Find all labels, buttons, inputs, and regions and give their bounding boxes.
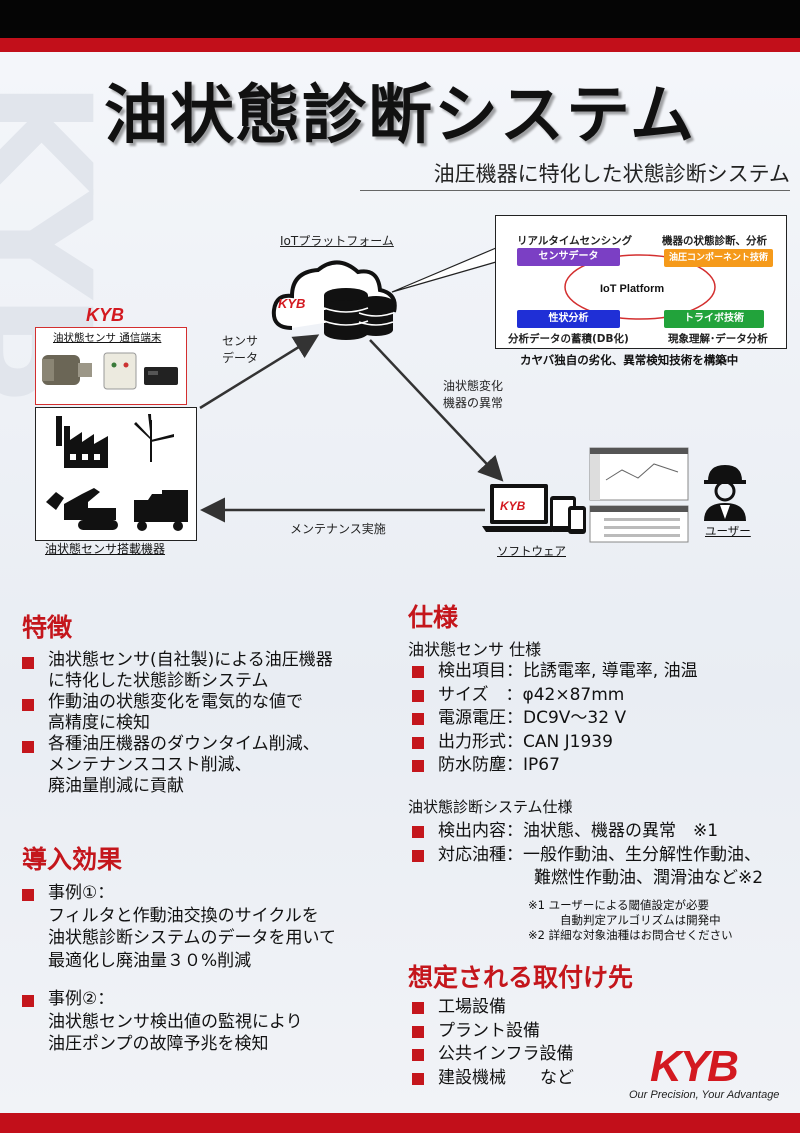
arrow-sensor-to-cloud	[199, 334, 320, 410]
caption-analysis: 現象理解･データ分析	[668, 333, 768, 345]
target-item: 公共インフラ設備	[412, 1043, 712, 1067]
effects-heading: 導入効果	[22, 845, 123, 874]
spec-item: 出力形式：CAN J1939	[412, 731, 792, 755]
targets-list: 工場設備 プラント設備 公共インフラ設備 建設機械 など	[412, 996, 712, 1090]
case-item: 事例①： フィルタと作動油交換のサイクルを 油状態診断システムのデータを用いて …	[22, 882, 392, 972]
targets-heading: 想定される取付け先	[408, 963, 634, 992]
target-item: 工場設備	[412, 996, 712, 1020]
user-label: ユーザー	[705, 524, 751, 538]
user-icon	[704, 465, 746, 521]
label-maintenance: メンテナンス実施	[290, 522, 386, 536]
pill-hydraulic-component: 油圧コンポーネント技術	[664, 249, 773, 267]
spec-item: 検出内容：油状態、機器の異常 ※1	[412, 820, 797, 844]
sensor-spec-list: 検出項目：比誘電率, 導電率, 油温 サイズ ：φ42×87mm 電源電圧：DC…	[412, 660, 792, 778]
page-subtitle: 油圧機器に特化した状態診断システム	[433, 162, 790, 186]
features-heading: 特徴	[22, 613, 73, 642]
kyb-small-logo: KYB	[86, 305, 125, 325]
system-spec-title: 油状態診断システム仕様	[408, 798, 573, 816]
callout-ellipse	[564, 254, 716, 320]
pill-sensor-data: センサデータ	[517, 248, 620, 266]
spec-notes: ※1 ユーザーによる閾値設定が必要 自動判定アルゴリズムは開発中 ※2 詳細な対…	[528, 898, 733, 942]
iot-platform-center: IoT Platform	[600, 283, 665, 295]
caption-realtime: リアルタイムセンシング	[517, 235, 633, 247]
top-black-bar	[0, 0, 800, 38]
page-title: 油状態診断システム	[103, 79, 697, 153]
sensor-box-title: 油状態センサ 通信端末	[53, 332, 162, 344]
feature-item: 各種油圧機器のダウンタイム削減、メンテナンスコスト削減、廃油量削減に貢献	[22, 734, 392, 797]
system-spec-list: 検出内容：油状態、機器の異常 ※1 対応油種：一般作動油、生分解性作動油、難燃性…	[412, 820, 797, 891]
label-oil-change: 油状態変化 機器の異常	[443, 379, 504, 410]
svg-text:KYB: KYB	[500, 499, 526, 513]
effects-case1: 事例①： フィルタと作動油交換のサイクルを 油状態診断システムのデータを用いて …	[22, 882, 392, 972]
caption-diagnosis: 機器の状態診断、分析	[662, 235, 767, 247]
feature-item: 作動油の状態変化を電気的な値で高精度に検知	[22, 692, 392, 734]
sensor-spec-title: 油状態センサ 仕様	[408, 640, 542, 659]
kyb-tagline: Our Precision, Your Advantage	[629, 1089, 780, 1101]
pill-tribology: トライボ技術	[664, 310, 764, 328]
equipment-label: 油状態センサ搭載機器	[45, 542, 166, 556]
spec-item: 電源電圧：DC9V～32 V	[412, 707, 792, 731]
spec-item: 対応油種：一般作動油、生分解性作動油、難燃性作動油、潤滑油など※2	[412, 844, 797, 891]
label-sensor-data: センサ データ	[222, 334, 259, 365]
specs-heading: 仕様	[408, 603, 459, 632]
sensor-devices-icon	[42, 352, 178, 390]
equipment-icons	[45, 414, 188, 531]
cloud-database-icon: KYB	[271, 260, 397, 340]
case-item: 事例②： 油状態センサ検出値の監視により 油圧ポンプの故障予兆を検知	[22, 988, 392, 1056]
pill-property-analysis: 性状分析	[517, 310, 620, 328]
target-item: 建設機械 など	[412, 1067, 712, 1091]
flow-arrows	[199, 247, 504, 523]
callout-pointer	[391, 247, 497, 293]
bottom-red-bar	[0, 1113, 800, 1133]
svg-text:KYB: KYB	[278, 296, 305, 311]
feature-item: 油状態センサ(自社製)による油圧機器に特化した状態診断システム	[22, 650, 392, 692]
callout-footer: カヤバ独自の劣化、異常検知技術を構築中	[520, 353, 739, 367]
subtitle-rule	[360, 190, 790, 191]
spec-item: 防水防塵：IP67	[412, 754, 792, 778]
iot-platform-label: IoTプラットフォーム	[280, 234, 394, 248]
software-label: ソフトウェア	[497, 544, 566, 558]
software-devices-icon: KYB	[482, 447, 689, 543]
caption-db: 分析データの蓄積(DB化)	[508, 333, 629, 345]
kyb-logo: KYB	[650, 1042, 739, 1091]
arrow-cloud-to-software	[369, 339, 504, 482]
features-list: 油状態センサ(自社製)による油圧機器に特化した状態診断システム 作動油の状態変化…	[22, 650, 392, 797]
top-red-bar	[0, 38, 800, 52]
spec-item: サイズ ：φ42×87mm	[412, 684, 792, 708]
target-item: プラント設備	[412, 1020, 712, 1044]
spec-item: 検出項目：比誘電率, 導電率, 油温	[412, 660, 792, 684]
effects-case2: 事例②： 油状態センサ検出値の監視により 油圧ポンプの故障予兆を検知	[22, 988, 392, 1056]
